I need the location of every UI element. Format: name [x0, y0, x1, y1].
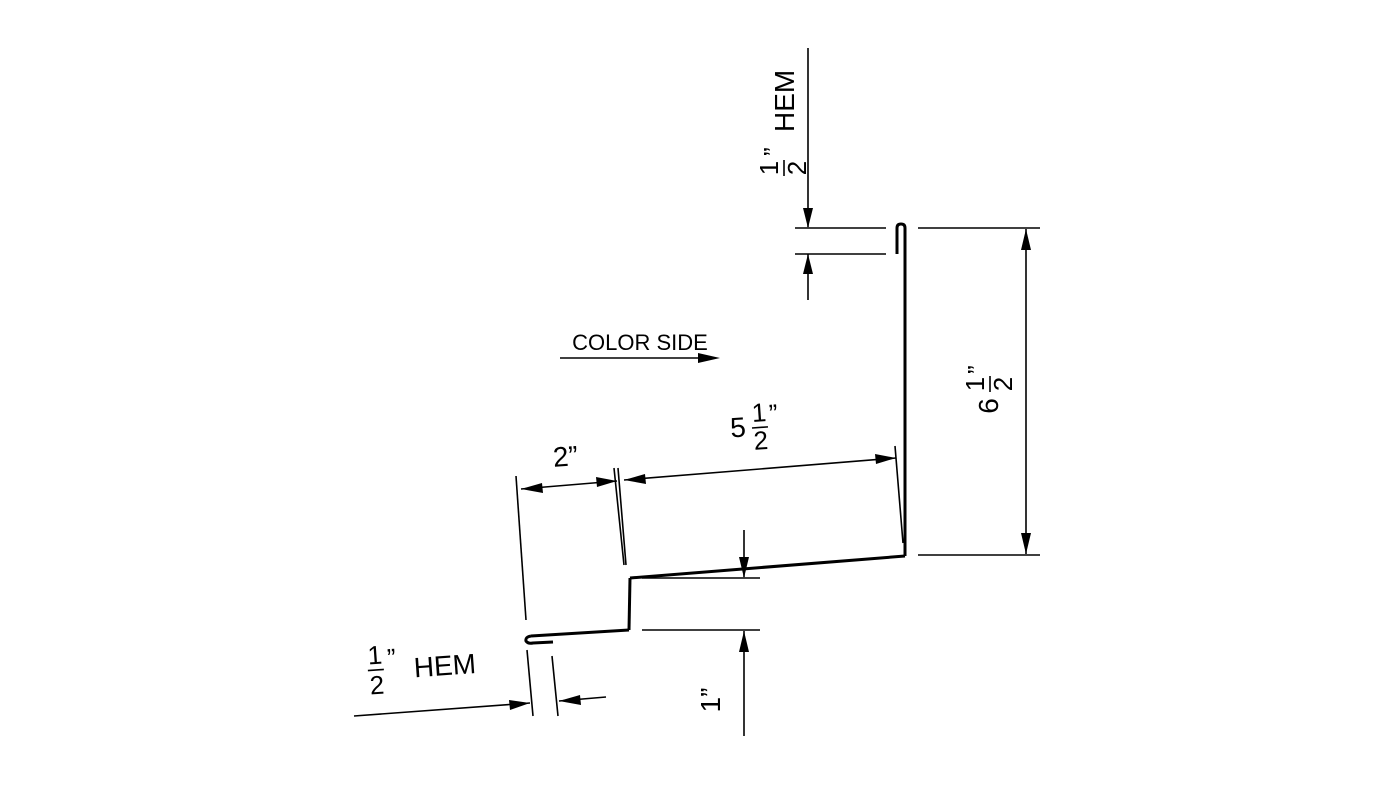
step-arrow-down — [739, 557, 749, 578]
bottom-hem-dimension: 1 2 ” HEM — [353, 640, 607, 717]
width-5-half-whole: 5 — [729, 411, 747, 443]
step-label: 1” — [695, 688, 726, 713]
bottom-hem-fraction-bar — [367, 668, 384, 672]
width-5-half-ext-right — [894, 445, 904, 544]
width-5-half-arrow-right — [875, 454, 896, 464]
bottom-hem-ext-left — [526, 649, 534, 717]
height-dimension: 6 1 2 ” — [918, 227, 1040, 556]
width-5-half-dim-line — [623, 457, 897, 481]
bottom-hem-denominator: 2 — [369, 670, 386, 701]
height-denominator: 2 — [988, 377, 1018, 391]
height-arrow-up — [1021, 229, 1031, 250]
step-label-group: 1” — [695, 688, 726, 713]
width-5-half-unit: ” — [768, 398, 779, 429]
bottom-hem-leader-line — [353, 702, 531, 717]
color-side-arrow-head — [698, 353, 720, 363]
width-2-ext-left — [515, 475, 527, 621]
width-2-arrow-left — [521, 483, 543, 493]
top-hem-arrow-down — [803, 208, 813, 228]
bottom-hem-arrow-left — [559, 695, 581, 705]
height-numerator: 1 — [960, 377, 990, 391]
bottom-hem-label: 1 2 ” HEM — [367, 640, 477, 701]
main-leg — [629, 554, 906, 580]
top-hem-arrow-up — [803, 254, 813, 274]
width-5-half-arrow-left — [624, 474, 646, 484]
top-hem-text: HEM — [769, 70, 800, 132]
bottom-leg — [530, 628, 630, 638]
top-hem — [895, 222, 907, 556]
width-5-half-denominator: 2 — [753, 425, 770, 456]
color-side-label: COLOR SIDE — [572, 330, 708, 355]
top-hem-dimension: 1 2 ” HEM — [754, 48, 886, 300]
bottom-hem-arrow-right — [509, 700, 530, 710]
width-2-label: 2” — [552, 440, 579, 473]
top-hem-denominator: 2 — [782, 161, 812, 175]
step-arrow-up — [739, 631, 749, 652]
top-hem-unit: ” — [758, 147, 788, 156]
width-2-dimension: 2” — [515, 440, 625, 621]
height-label: 6 1 2 ” — [960, 365, 1018, 413]
top-hem-label: 1 2 ” HEM — [754, 70, 812, 176]
width-5-half-ext-left — [617, 467, 627, 566]
width-5-half-numerator: 1 — [751, 397, 768, 428]
height-unit: ” — [962, 365, 992, 374]
bottom-hem-text: HEM — [413, 648, 477, 683]
flashing-profile — [524, 222, 907, 645]
color-side-indicator: COLOR SIDE — [560, 330, 720, 363]
top-hem-numerator: 1 — [754, 161, 784, 175]
height-whole: 6 — [973, 398, 1004, 414]
bottom-hem-numerator: 1 — [367, 640, 384, 671]
bottom-hem-unit: ” — [386, 643, 397, 674]
width-2-arrow-right — [596, 477, 617, 487]
width-5-half-label: 5 1 2 ” — [729, 397, 779, 456]
width-5-half-fraction-bar — [751, 426, 769, 429]
step-leg — [627, 577, 632, 631]
height-arrow-down — [1021, 533, 1031, 554]
bottom-hem-ext-right — [551, 655, 559, 717]
bottom-hem — [524, 634, 554, 645]
width-2-ext-right — [613, 467, 625, 566]
step-dimension: 1” — [642, 530, 760, 736]
width-5-half-dimension: 5 1 2 ” — [617, 397, 904, 566]
